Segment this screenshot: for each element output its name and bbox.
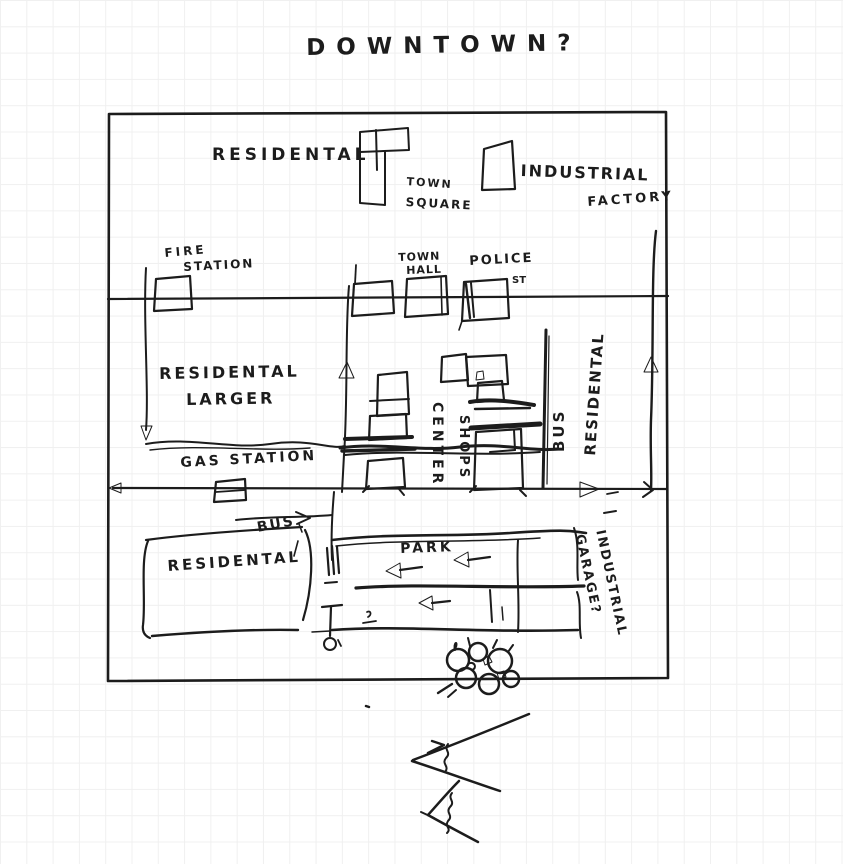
label-residential-top: RESIDENTAL: [212, 145, 370, 165]
mountain-zigzag-sketch: [364, 704, 531, 844]
label-center-shops-line2: SHOPS: [456, 415, 471, 481]
label-police-st: ST: [512, 275, 527, 286]
label-town-hall-line2: HALL: [405, 262, 443, 277]
building-industrial: [480, 139, 517, 192]
road-south: [108, 481, 668, 498]
road-bus-vertical: [541, 328, 550, 490]
road-right-vertical: [642, 229, 659, 498]
label-police: POLICE: [468, 250, 534, 269]
label-residential-larger-line2: LARGER: [185, 388, 276, 409]
bush-cluster-sketch: [436, 637, 521, 698]
label-center-shops-line1: CENTER: [429, 402, 445, 488]
building-fire-station: [152, 274, 194, 313]
building-road-north-1: [350, 264, 396, 318]
label-residential-larger-line1: RESIDENTAL: [158, 361, 300, 383]
label-town-square-line1: TOWN: [406, 175, 454, 192]
residential-lower-outline: [141, 525, 313, 640]
bus-lower-road-arrow: [235, 511, 333, 557]
park-sketches: [320, 544, 377, 651]
label-bus-vertical: BUS: [550, 408, 568, 452]
buildings-center-shops-left: [340, 370, 417, 496]
label-park: PARK: [399, 539, 454, 557]
building-police: [458, 277, 511, 331]
map-title: DOWNTOWN?: [305, 30, 582, 61]
building-gas-station: [212, 477, 248, 504]
road-center-vertical: [330, 285, 355, 561]
building-town-hall: [403, 274, 450, 319]
road-north: [106, 294, 670, 301]
building-town-square: [359, 127, 410, 206]
road-left-vertical: [140, 267, 153, 441]
park-arrows: [385, 551, 492, 611]
label-town-hall-line1: TOWN: [397, 249, 441, 264]
road-wavy-middle: [145, 440, 560, 456]
park-outline: [311, 527, 588, 639]
buildings-center-shops-right: [439, 352, 543, 497]
map-border: [106, 110, 670, 683]
misc-marks: [603, 510, 617, 514]
